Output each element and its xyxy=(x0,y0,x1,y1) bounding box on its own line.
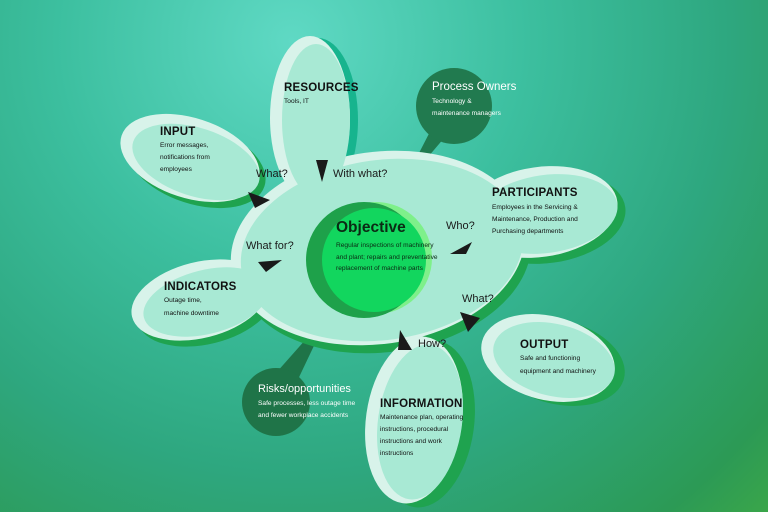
participants-line-3: Purchasing departments xyxy=(492,228,564,235)
information-line-3: instructions and work xyxy=(380,438,442,445)
question-how: How? xyxy=(418,338,447,350)
process-owners-bubble xyxy=(416,68,492,144)
arrow-input xyxy=(248,192,270,208)
information-title: INFORMATION xyxy=(380,398,463,410)
arrow-participants xyxy=(450,242,472,254)
question-what-output: What? xyxy=(462,293,494,305)
information-line-4: instructions xyxy=(380,450,414,457)
risks-line-2: and fewer workplace accidents xyxy=(258,412,349,419)
information-line-1: Maintenance plan, operating xyxy=(380,414,464,421)
objective-title: Objective xyxy=(336,219,406,236)
arrows xyxy=(248,160,480,350)
objective-description: Regular inspections of machinery and pla… xyxy=(336,242,438,273)
arrow-information xyxy=(398,330,412,350)
question-who: Who? xyxy=(446,220,475,232)
indicators-line-1: Outage time, xyxy=(164,297,202,304)
risks-title: Risks/opportunities xyxy=(258,383,351,395)
indicators-line-2: machine downtime xyxy=(164,310,219,317)
output-line-2: equipment and machinery xyxy=(520,368,596,375)
process-owners-line-1: Technology & xyxy=(432,98,472,105)
participants-line-2: Maintenance, Production and xyxy=(492,216,578,223)
output-title: OUTPUT xyxy=(520,339,569,351)
output-line-1: Safe and functioning xyxy=(520,355,581,362)
arrow-resources xyxy=(316,160,328,182)
process-owners-line-2: maintenance managers xyxy=(432,110,501,117)
participants-title: PARTICIPANTS xyxy=(492,187,578,199)
objective-core xyxy=(322,208,426,312)
question-with-what: With what? xyxy=(333,168,388,180)
resources-title: RESOURCES xyxy=(284,82,359,94)
arrow-indicators xyxy=(258,260,282,272)
risks-line-1: Safe processes, less outage time xyxy=(258,400,356,407)
input-line-2: notifications from xyxy=(160,154,210,161)
question-what-for: What for? xyxy=(246,240,294,252)
input-title: INPUT xyxy=(160,126,196,138)
information-line-2: instructions, procedural xyxy=(380,426,449,433)
arrow-output xyxy=(460,312,480,332)
question-what-input: What? xyxy=(256,168,288,180)
risks-bubble xyxy=(242,368,310,436)
input-line-1: Error messages, xyxy=(160,142,209,149)
participants-line-1: Employees in the Servicing & xyxy=(492,204,578,211)
process-owners-title: Process Owners xyxy=(432,81,517,93)
indicators-title: INDICATORS xyxy=(164,281,237,293)
input-line-3: employees xyxy=(160,166,192,173)
resources-line-1: Tools, IT xyxy=(284,98,309,105)
